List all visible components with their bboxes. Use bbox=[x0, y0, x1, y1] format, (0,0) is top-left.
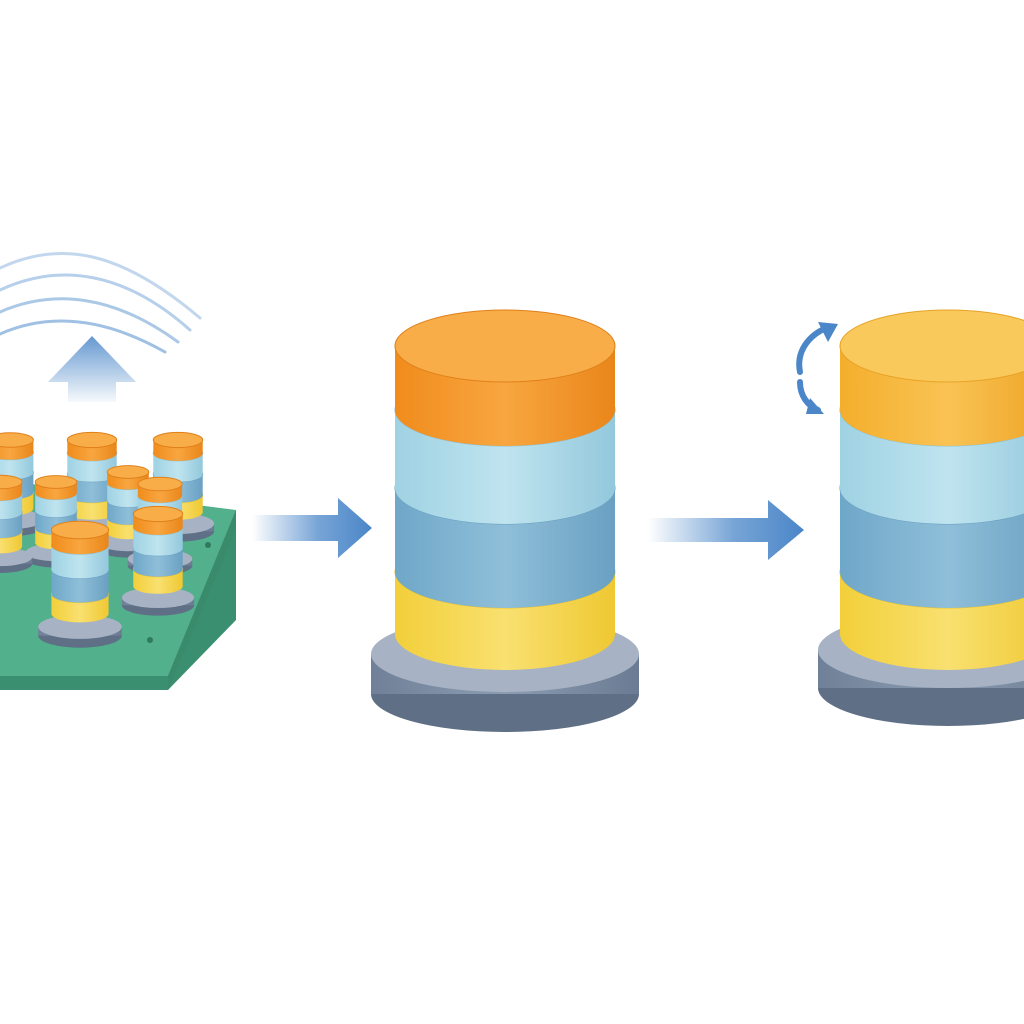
mini-cell-5-layer-1-top bbox=[106, 465, 150, 479]
mini-cell-7-layer-1-top bbox=[0, 474, 23, 490]
mini-cell-9-base-top bbox=[121, 587, 195, 609]
main-stack-layer-1-top bbox=[394, 309, 616, 383]
mini-cell-1-layer-1-top bbox=[0, 432, 34, 448]
mini-cell-8-base-top bbox=[38, 614, 122, 639]
mini-cell bbox=[121, 505, 195, 616]
mini-cell bbox=[38, 520, 122, 648]
signal-waves-icon bbox=[0, 251, 202, 354]
stage-array-of-cells bbox=[0, 251, 236, 690]
stage-single-stack bbox=[371, 309, 639, 732]
rotate-arrows-icon bbox=[796, 322, 838, 414]
right-arrow-icon bbox=[648, 500, 804, 560]
mini-cell-6-layer-1-top bbox=[137, 476, 183, 492]
mini-cell-3-layer-1-top bbox=[152, 431, 204, 449]
mini-cell-4-layer-1-top bbox=[34, 475, 78, 489]
alt-stack-layer-1-top bbox=[839, 309, 1024, 383]
mini-cell-array bbox=[0, 431, 215, 648]
mini-cell-8-layer-1-top bbox=[50, 520, 110, 540]
mini-cell bbox=[0, 474, 33, 573]
up-arrow-icon bbox=[48, 336, 136, 402]
stage-modified-stack bbox=[818, 309, 1024, 726]
mini-cell-9-layer-1-top bbox=[132, 505, 184, 523]
right-arrow-icon bbox=[252, 498, 372, 558]
mini-cell-2-layer-1-top bbox=[66, 431, 118, 449]
